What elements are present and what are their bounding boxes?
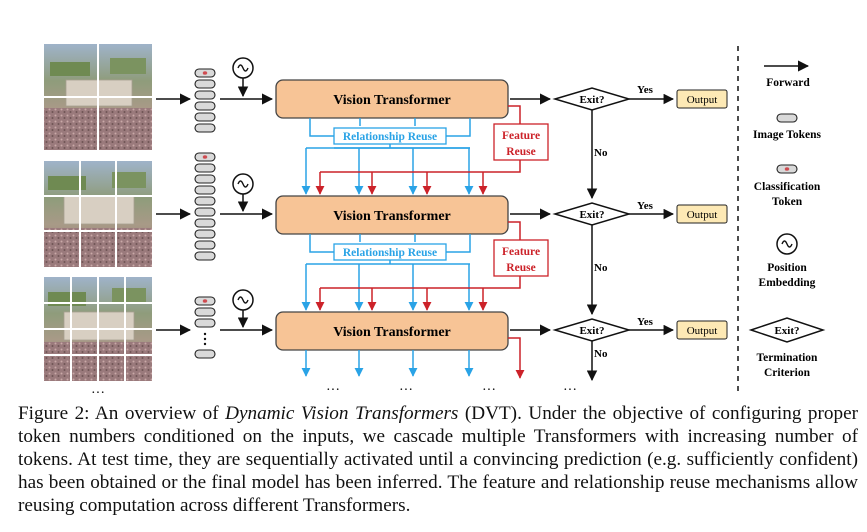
stage-ellipsis: ··· [399,383,413,398]
output-box [676,320,728,340]
legend-exit-label: Exit? [774,325,799,337]
feature-reuse-label-1: Feature [502,130,540,142]
feature-reuse-label-2: Reuse [506,262,535,274]
stage-ellipsis: ··· [326,383,340,398]
relationship-reuse-2: Relationship Reuse [301,234,474,311]
classification-token-star: * [202,69,208,81]
legend-position-2: Embedding [759,277,816,289]
token-stack: * [194,296,216,359]
classification-token-icon [776,164,798,174]
relationship-reuse-label: Relationship Reuse [343,247,437,259]
legend-position-1: Position [767,262,807,274]
classification-token-star: * [202,297,208,309]
input-image-3x3 [44,161,152,267]
feature-reuse-label-1: Feature [502,246,540,258]
stage-1: * Vision Transformer Exit? Yes Output No [156,57,728,200]
stage-3: * Vision Transformer Exit? Yes Output No [156,289,728,382]
exit-label: Exit? [579,94,604,106]
position-embedding-icon [232,173,254,213]
feature-reuse-label-2: Reuse [506,146,535,158]
legend-classification-2: Token [772,196,803,208]
vision-transformer-label: Vision Transformer [333,325,451,340]
feature-reuse-2: Feature Reuse [315,221,549,311]
exit-label: Exit? [579,325,604,337]
caption-title: Dynamic Vision Transformers [225,403,459,424]
vision-transformer-block [275,195,509,235]
vision-transformer-label: Vision Transformer [333,209,451,224]
caption-body: (DVT). Under the objective of configurin… [18,403,858,516]
output-box [676,89,728,109]
legend-classification-1: Classification [754,181,821,193]
output-box [676,204,728,224]
output-label: Output [687,209,718,221]
position-embedding-legend-icon [776,233,798,255]
caption-prefix: Figure 2: An overview of [18,403,226,424]
stage-2: * Vision Transformer Exit? Yes Output No [156,152,728,316]
yes-label: Yes [637,316,654,328]
legend-image-tokens: Image Tokens [753,129,822,141]
figure-caption: Figure 2: An overview of Dynamic Vision … [18,402,858,517]
no-label: No [594,348,608,360]
token-stack: * [194,68,216,133]
termination-diamond-icon [748,317,826,343]
legend-token-star: * [784,165,790,177]
output-label: Output [687,325,718,337]
input-image-4x4 [44,277,152,381]
legend-termination-2: Criterion [764,367,811,379]
exit-label: Exit? [579,209,604,221]
yes-label: Yes [637,84,654,96]
dvt-overview-diagram: ··· * Vision Transformer Exit? Yes Outpu… [44,44,826,400]
vision-transformer-block [275,311,509,351]
token-stack: * [194,152,216,261]
position-embedding-icon [232,57,254,98]
image-token-icon [776,113,798,123]
yes-label: Yes [637,200,654,212]
stage-ellipsis: ··· [482,383,496,398]
relationship-reuse-1: Relationship Reuse [301,118,474,195]
output-label: Output [687,94,718,106]
vision-transformer-block [275,79,509,119]
feature-reuse-1: Feature Reuse [315,105,549,195]
classification-token-star: * [202,153,208,165]
image-ellipsis: ··· [91,386,105,400]
legend: Forward Image Tokens * Classification To… [748,60,826,379]
input-image-2x2 [44,44,152,150]
relationship-reuse-label: Relationship Reuse [343,131,437,143]
no-label: No [594,147,608,159]
stage-ellipsis: ··· [563,383,577,398]
legend-termination-1: Termination [757,352,819,364]
legend-forward: Forward [766,77,810,89]
no-label: No [594,262,608,274]
vision-transformer-label: Vision Transformer [333,93,451,108]
position-embedding-icon [232,289,254,329]
